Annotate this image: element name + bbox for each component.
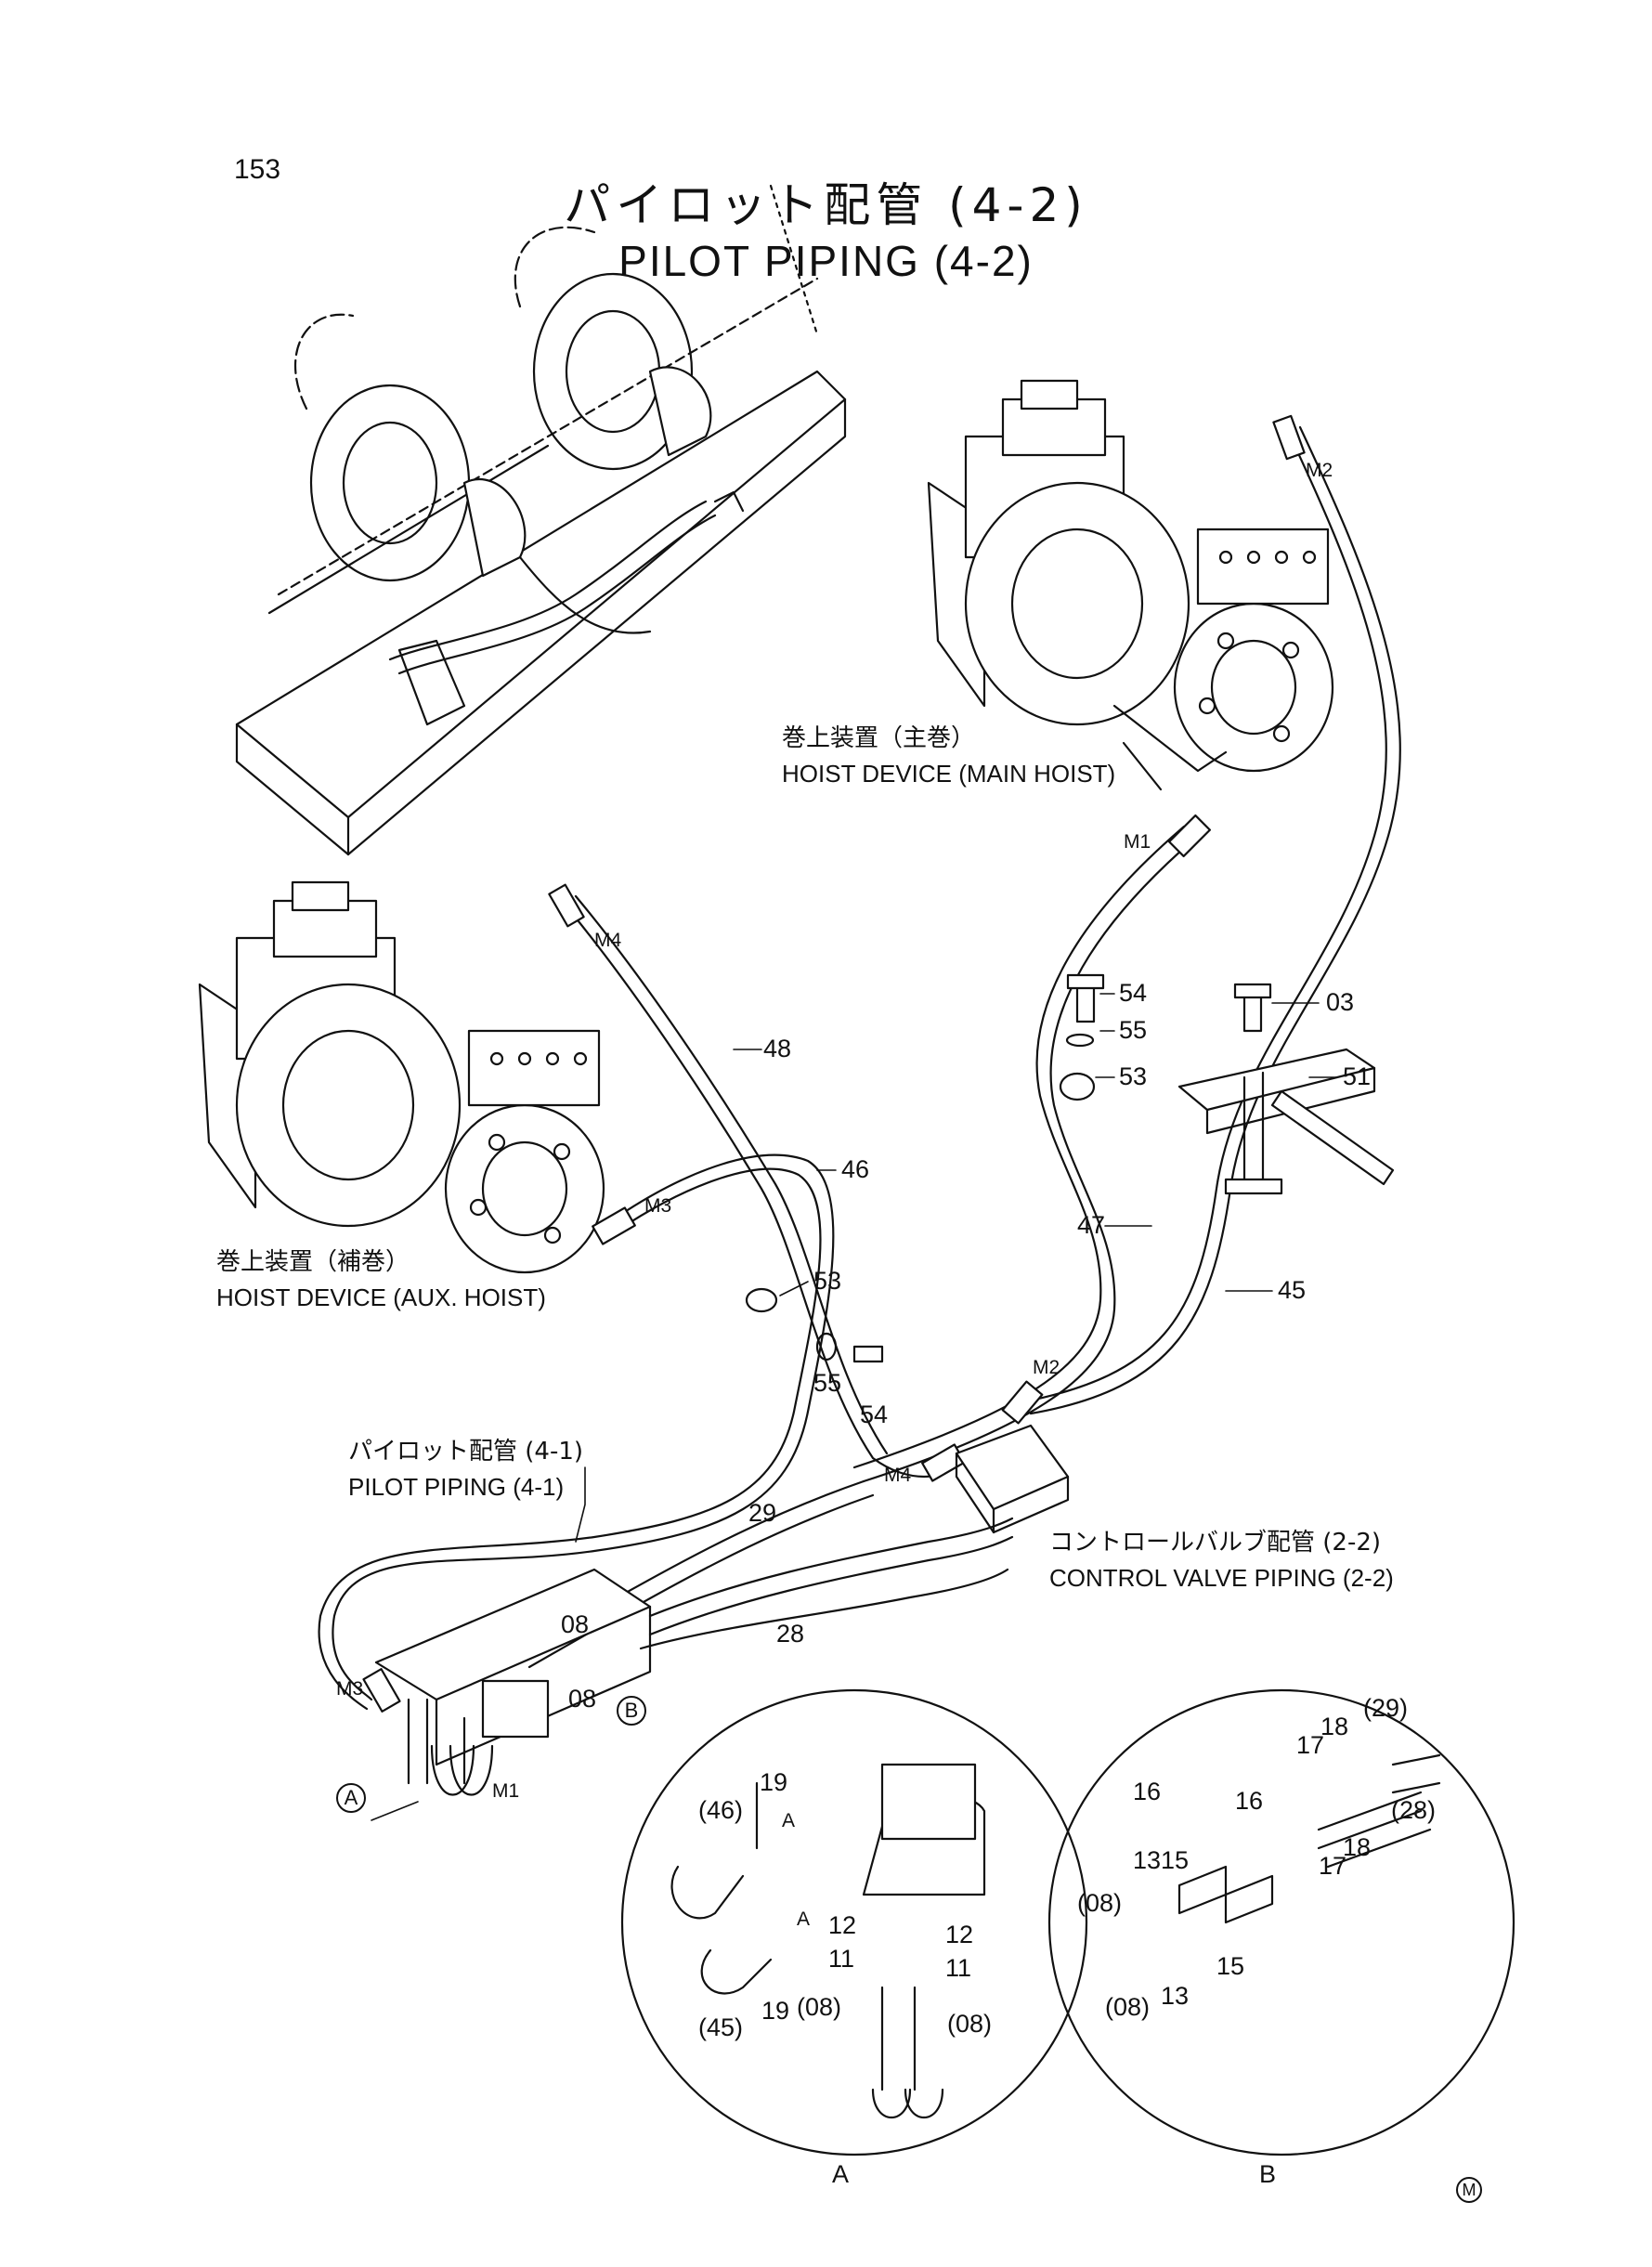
part-leader-lines [371,993,1338,1821]
part-03: 03 [1326,988,1355,1016]
detail-a-part-11-left: 11 [828,1945,855,1973]
detail-b-part-17-top: 17 [1296,1731,1325,1759]
part-53-top: 53 [1119,1062,1148,1090]
detail-b-part-13-bottom: 13 [1161,1982,1190,2010]
port-label-m4-top: M4 [594,930,622,951]
part-51: 51 [1343,1062,1372,1090]
detail-a-part-12-right: 12 [945,1921,974,1948]
detail-b-circle [1047,1688,1515,2156]
port-label-m1-top: M1 [1124,831,1151,853]
page-number: 153 [234,154,281,185]
detail-a-circle [620,1688,1088,2156]
part-47: 47 [1077,1211,1106,1239]
main-hoist-label-jp: 巻上装置（主巻） [782,724,976,752]
part-08-lower: 08 [568,1685,597,1713]
detail-a-part-12-left: 12 [828,1911,857,1939]
main-hoist-label-en: HOIST DEVICE (MAIN HOIST) [782,760,1116,788]
detail-a-part-08-left: (08) [797,1993,842,2021]
part-53-mid: 53 [813,1267,842,1295]
port-label-m3-top: M3 [644,1195,672,1217]
part-46: 46 [841,1155,870,1183]
detail-a-ref-a-bottom: A [797,1909,811,1930]
detail-b-part-08-bottom: (08) [1105,1993,1151,2021]
detail-a-part-46: (46) [698,1796,744,1824]
port-label-m3-a: M3 [336,1678,364,1700]
control-valve-label-en: CONTROL VALVE PIPING (2-2) [1049,1564,1394,1592]
port-label-m4-cv: M4 [884,1465,912,1486]
detail-b-part-15-top: 15 [1161,1846,1190,1874]
pilot-piping-valve-block [374,1568,652,1796]
clamp-bracket [745,973,1395,1363]
callout-a: A [336,1783,366,1813]
part-45: 45 [1278,1276,1307,1304]
port-label-m2-top: M2 [1306,460,1333,481]
pilot-piping-41-label-en: PILOT PIPING (4-1) [348,1473,565,1501]
part-54-top: 54 [1119,979,1148,1007]
detail-a-part-19-bottom: 19 [761,1997,790,2025]
page-mark: M [1456,2177,1482,2203]
detail-b-part-16-left: 16 [1133,1778,1162,1805]
page-title-japanese: パイロット配管 (4-2) [564,178,1088,232]
port-label-m1-a: M1 [492,1780,520,1802]
detail-a-part-45: (45) [698,2013,744,2041]
detail-b-part-08-top: (08) [1077,1889,1123,1917]
port-label-m2-cv: M2 [1033,1357,1060,1378]
winch-overview-illustration [235,184,847,856]
part-48: 48 [763,1035,792,1062]
control-valve-label-jp: コントロールバルブ配管 (2-2) [1049,1529,1382,1557]
detail-a-part-11-right: 11 [945,1954,972,1982]
detail-b-part-18-bottom: 18 [1343,1833,1372,1861]
detail-b-part-29: (29) [1363,1694,1409,1722]
detail-b-part-13-top: 13 [1133,1846,1162,1874]
part-55-mid: 55 [813,1369,842,1397]
detail-a-part-08-right: (08) [947,2010,993,2038]
detail-a-ref-a-top: A [782,1810,796,1831]
control-valve-block [955,1424,1070,1534]
aux-hoist-device [198,880,605,1274]
pilot-piping-41-label-jp: パイロット配管 (4-1) [348,1438,584,1466]
detail-b-part-17-bottom: 17 [1319,1852,1347,1880]
detail-b-part-15-bottom: 15 [1216,1952,1245,1980]
part-55-top: 55 [1119,1016,1148,1044]
main-hoist-device [927,379,1334,791]
part-29: 29 [748,1499,777,1527]
detail-a-title: A [832,2160,850,2188]
detail-b-part-28: (28) [1391,1796,1437,1824]
detail-b-title: B [1259,2160,1277,2188]
detail-a-part-19-top: 19 [760,1768,788,1796]
part-08-upper: 08 [561,1610,590,1638]
aux-hoist-label-en: HOIST DEVICE (AUX. HOIST) [216,1283,546,1311]
detail-b-part-18-top: 18 [1320,1713,1349,1740]
part-28: 28 [776,1620,805,1648]
aux-hoist-label-jp: 巻上装置（補巻） [216,1248,410,1276]
hose-fittings [362,414,1306,1713]
callout-b: B [617,1696,646,1726]
detail-b-part-16-right: 16 [1235,1787,1264,1815]
part-54-mid: 54 [860,1401,889,1428]
page-title-english: PILOT PIPING (4-2) [618,237,1034,285]
